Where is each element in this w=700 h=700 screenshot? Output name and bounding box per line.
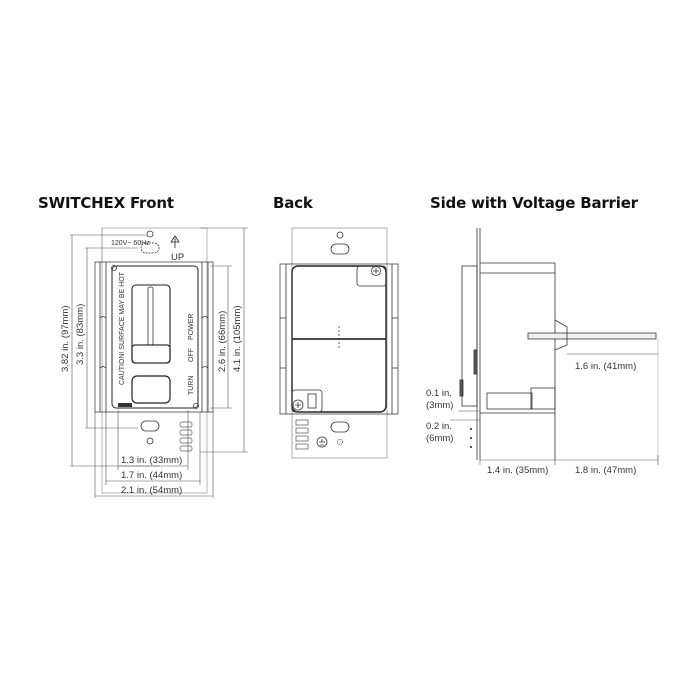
side-view-title: Side with Voltage Barrier	[430, 194, 638, 212]
dim-plate-thick-1: 0.1 in.	[426, 388, 452, 399]
back-view	[279, 227, 399, 459]
dim-width-face: 1.3 in. (33mm)	[121, 455, 182, 466]
dim-plate-thick-2-mm: (6mm)	[426, 433, 453, 444]
dim-width-mid: 1.7 in. (44mm)	[121, 470, 182, 481]
dim-plate-thick-2: 0.2 in.	[426, 421, 452, 432]
off-label: OFF	[188, 348, 195, 362]
dim-width-total: 2.1 in. (54mm)	[121, 485, 182, 496]
back-view-title: Back	[273, 194, 313, 212]
front-view-title: SWITCHEX Front	[38, 194, 174, 212]
dim-body-depth: 1.4 in. (35mm)	[487, 465, 548, 476]
power-label: POWER	[188, 314, 195, 340]
caution-label: CAUTION! SURFACE MAY BE HOT	[119, 271, 126, 385]
dim-height-outer: 3.82 in. (97mm)	[60, 305, 71, 372]
dim-total-depth: 1.8 in. (47mm)	[575, 465, 636, 476]
up-label: UP	[171, 252, 184, 263]
dim-height-total: 4.1 in. (105mm)	[232, 305, 243, 372]
dim-height-face: 2.6 in. (66mm)	[217, 311, 228, 372]
dim-barrier-depth: 1.6 in. (41mm)	[575, 361, 636, 372]
rating-label: 120V~ 60Hz	[111, 240, 150, 247]
front-view	[70, 227, 248, 498]
side-view	[450, 228, 659, 465]
dim-plate-thick-1-mm: (3mm)	[426, 400, 453, 411]
dim-height-inner: 3.3 in. (83mm)	[75, 304, 86, 365]
turn-label: TURN	[188, 376, 195, 395]
